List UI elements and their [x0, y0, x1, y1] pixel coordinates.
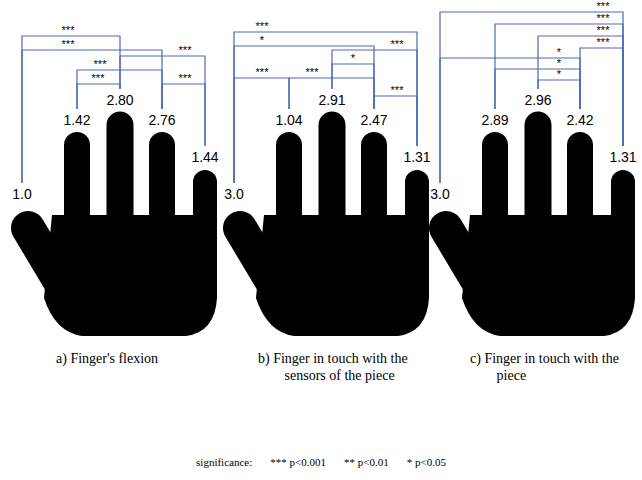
- significance-stars: ***: [306, 67, 319, 78]
- significance-bracket: [495, 69, 580, 109]
- ring-finger: [567, 145, 593, 240]
- significance-bracket: [495, 24, 623, 146]
- finger-value: 1.31: [403, 149, 430, 165]
- significance-stars: *: [557, 69, 561, 80]
- finger-value: 2.91: [318, 92, 345, 108]
- panel-caption: c) Finger in touch with the piece: [470, 350, 642, 384]
- finger-value: 1.0: [12, 186, 31, 202]
- significance-stars: ***: [597, 37, 610, 48]
- significance-stars: ***: [391, 39, 404, 50]
- finger-value: 1.04: [275, 112, 302, 128]
- finger-value: 3.0: [224, 186, 243, 202]
- significance-key: ** p<0.01: [344, 456, 389, 469]
- index-finger: [276, 145, 302, 240]
- significance-stars: ***: [597, 1, 610, 12]
- significance-bracket: [234, 32, 417, 183]
- index-finger: [64, 145, 90, 240]
- finger-value: 3.0: [430, 186, 449, 202]
- panel-caption: a) Finger's flexion: [56, 350, 253, 367]
- significance-stars: ***: [597, 13, 610, 24]
- significance-key: * p<0.05: [407, 456, 446, 469]
- little-finger: [193, 182, 217, 250]
- significance-bracket: [440, 58, 580, 183]
- finger-value: 2.76: [148, 112, 175, 128]
- significance-stars: ***: [597, 25, 610, 36]
- finger-value: 2.80: [106, 92, 133, 108]
- significance-stars: ***: [391, 85, 404, 96]
- significance-stars: ***: [179, 45, 192, 56]
- significance-bracket: [538, 36, 623, 146]
- significance-bracket: [234, 78, 289, 183]
- finger-value: 2.96: [524, 92, 551, 108]
- finger-value: 2.47: [360, 112, 387, 128]
- significance-bracket: [234, 46, 374, 183]
- significance-stars: ***: [256, 67, 269, 78]
- significance-stars: ***: [62, 25, 75, 36]
- significance-stars: *: [351, 53, 355, 64]
- significance-stars: ***: [94, 59, 107, 70]
- significance-key: significance:: [196, 456, 252, 469]
- middle-finger: [107, 125, 134, 240]
- hand-silhouette: [446, 125, 635, 336]
- significance-bracket: [289, 78, 374, 109]
- significance-stars: *: [557, 47, 561, 58]
- significance-bracket: [22, 36, 120, 183]
- significance-bracket: [77, 70, 162, 109]
- significance-stars: ***: [62, 39, 75, 50]
- finger-value: 1.31: [609, 149, 636, 165]
- significance-bracket: [580, 48, 623, 146]
- little-finger: [611, 182, 635, 250]
- significance-stars: ***: [256, 21, 269, 32]
- ring-finger: [149, 145, 175, 240]
- little-finger: [405, 182, 429, 250]
- finger-value: 1.42: [63, 112, 90, 128]
- index-finger: [482, 145, 508, 240]
- significance-stars: ***: [92, 73, 105, 84]
- finger-value: 2.89: [481, 112, 508, 128]
- significance-bracket: [22, 50, 162, 183]
- significance-row: significance: *** p<0.001 ** p<0.01 * p<0.0…: [0, 456, 642, 469]
- finger-value: 1.44: [191, 149, 218, 165]
- middle-finger: [319, 125, 346, 240]
- significance-stars: ***: [179, 73, 192, 84]
- middle-finger: [525, 125, 552, 240]
- hand-silhouette: [28, 125, 217, 336]
- hand-silhouette: [240, 125, 429, 336]
- panel-caption: b) Finger in touch with the sensors of t…: [258, 350, 437, 384]
- significance-stars: *: [260, 35, 264, 46]
- significance-bracket: [440, 12, 623, 183]
- significance-key: *** p<0.001: [270, 456, 326, 469]
- ring-finger: [361, 145, 387, 240]
- significance-stars: *: [557, 58, 561, 69]
- finger-value: 2.42: [566, 112, 593, 128]
